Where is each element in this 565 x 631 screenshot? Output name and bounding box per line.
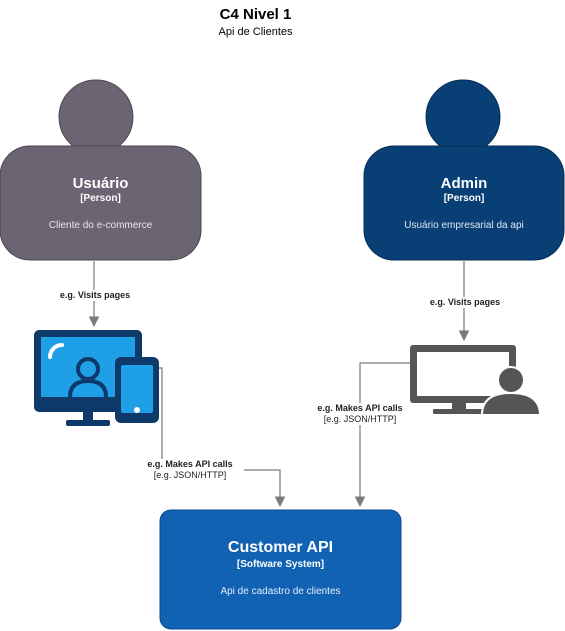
system-name: Customer API <box>227 539 334 556</box>
person-usuario[interactable] <box>0 79 202 261</box>
system-customer-api[interactable] <box>159 509 402 630</box>
person-usuario-description: Cliente do e-commerce <box>48 220 153 231</box>
edge-admin-api-label: e.g. Makes API calls [e.g. JSON/HTTP] <box>306 403 414 425</box>
edge-usuario-api-label: e.g. Makes API calls [e.g. JSON/HTTP] <box>136 459 244 481</box>
person-admin[interactable] <box>363 79 565 261</box>
edge-usuario-api-description: e.g. Makes API calls <box>147 459 233 469</box>
computer-and-phone-user-icon <box>34 330 159 426</box>
edge-admin-visits-label: e.g. Visits pages <box>420 297 510 308</box>
edge-usuario-api <box>150 367 286 508</box>
system-description: Api de cadastro de clientes <box>220 586 341 597</box>
system-customer-api-text: Customer API [Software System] Api de ca… <box>160 510 401 597</box>
edge-admin-api-protocol: [e.g. JSON/HTTP] <box>323 414 397 424</box>
person-usuario-type: [Person] <box>80 193 121 204</box>
person-usuario-text: Usuário [Person] Cliente do e-commerce <box>0 175 201 231</box>
person-admin-name: Admin <box>440 175 488 192</box>
diagram-title: C4 Nivel 1 <box>219 6 292 23</box>
desktop-monitor-user-icon <box>410 345 542 416</box>
person-admin-description: Usuário empresarial da api <box>404 220 524 231</box>
diagram-subtitle: Api de Clientes <box>218 26 293 38</box>
edge-usuario-api-protocol: [e.g. JSON/HTTP] <box>153 470 227 480</box>
person-admin-type: [Person] <box>443 193 485 204</box>
person-usuario-name: Usuário <box>72 175 129 192</box>
edge-usuario-visits-label: e.g. Visits pages <box>50 290 140 301</box>
person-admin-text: Admin [Person] Usuário empresarial da ap… <box>364 175 564 231</box>
system-type: [Software System] <box>236 559 325 570</box>
edge-admin-api-description: e.g. Makes API calls <box>317 403 403 413</box>
edge-admin-api <box>354 362 410 508</box>
